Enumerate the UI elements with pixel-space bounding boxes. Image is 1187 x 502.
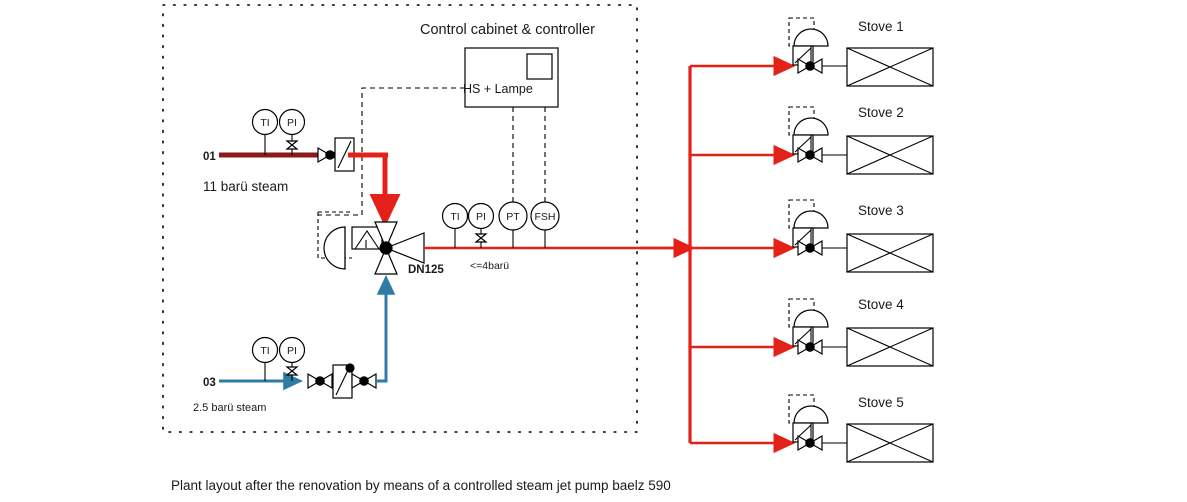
outlet-header: <=4barü TI PI PT F — [424, 201, 690, 272]
instrument-ti-outlet-label: TI — [450, 211, 459, 223]
stove-label-4: Stove 4 — [858, 297, 904, 312]
distribution-manifold — [640, 55, 796, 454]
cabinet-title: Control cabinet & controller — [420, 22, 595, 38]
instrument-pt-outlet-label: PT — [506, 211, 520, 223]
check-valve-03 — [332, 363, 355, 399]
instrument-ti-03-label: TI — [260, 345, 269, 357]
figure-caption: Plant layout after the renovation by mea… — [171, 478, 671, 493]
stove-label-5: Stove 5 — [858, 395, 904, 410]
stove-heat-exchanger-1 — [846, 47, 934, 87]
instrument-pi-03-label: PI — [287, 345, 297, 357]
instrument-pi-03: PI — [278, 336, 306, 381]
instrument-pi-01: PI — [278, 108, 306, 155]
instrument-ti-01-label: TI — [260, 117, 269, 129]
inlet-tag-03: 03 — [203, 377, 216, 389]
inlet-line-01: 01 11 barü steam TI PI — [203, 108, 401, 228]
stove-unit-3: Stove 3 — [788, 199, 934, 273]
lamp-indicator-icon — [526, 53, 553, 80]
stove-heat-exchanger-5 — [846, 423, 934, 463]
stove-label-2: Stove 2 — [858, 105, 904, 120]
instrument-ti-outlet: TI — [441, 202, 469, 248]
instrument-pi-01-label: PI — [287, 117, 297, 129]
stove-heat-exchanger-4 — [846, 327, 934, 367]
inlet-tag-01: 01 — [203, 151, 216, 163]
stove-label-3: Stove 3 — [858, 203, 904, 218]
inlet-label-03: 2.5 barü steam — [193, 402, 266, 414]
cabinet-box-label: HS + Lampe — [463, 82, 533, 96]
shutoff-valve-03a — [307, 372, 333, 390]
pump-size-label: DN125 — [408, 264, 444, 276]
plant-boundary — [162, 4, 638, 433]
stove-label-1: Stove 1 — [858, 19, 904, 34]
control-cabinet: HS + Lampe — [463, 47, 559, 108]
stove-unit-4: Stove 4 — [788, 297, 934, 367]
shutoff-valve-03b — [351, 372, 377, 390]
instrument-pi-outlet: PI — [467, 202, 495, 248]
instrument-ti-03: TI — [251, 336, 279, 381]
instrument-pt-outlet: PT — [498, 201, 528, 248]
instrument-fsh-outlet-label: FSH — [535, 211, 556, 223]
stove-heat-exchanger-3 — [846, 233, 934, 273]
outlet-pressure-label: <=4barü — [470, 260, 509, 272]
inlet-line-03: 03 2.5 barü steam TI PI — [193, 274, 396, 414]
stove-heat-exchanger-2 — [846, 135, 934, 175]
instrument-ti-01: TI — [251, 108, 279, 155]
stove-unit-1: Stove 1 — [788, 17, 934, 87]
stove-unit-5: Stove 5 — [788, 394, 934, 463]
steam-jet-pump-baelz-590: DN125 — [323, 221, 444, 276]
instrument-fsh-outlet: FSH — [530, 201, 560, 248]
stove-unit-2: Stove 2 — [788, 105, 934, 175]
inlet-label-01: 11 barü steam — [203, 179, 288, 194]
signal-lines — [317, 87, 546, 259]
instrument-pi-outlet-label: PI — [476, 211, 486, 223]
